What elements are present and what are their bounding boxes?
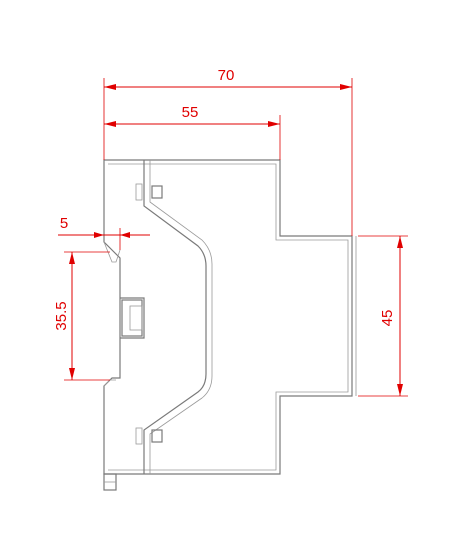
terminal-window-top xyxy=(151,185,163,199)
arrow-bottom-45 xyxy=(397,384,403,396)
arrow-left-55 xyxy=(104,121,116,127)
housing-profile-lower-inner xyxy=(149,320,213,474)
dim-label-35: 35.5 xyxy=(53,301,70,330)
arrow-left-5 xyxy=(94,232,104,238)
terminal-tab-bottom xyxy=(135,427,143,445)
arrow-top-45 xyxy=(397,236,403,248)
arrow-right-55 xyxy=(268,121,280,127)
rail-latch xyxy=(121,299,143,337)
body-inner-line xyxy=(108,163,349,471)
dim-label-55: 55 xyxy=(182,104,199,121)
terminal-window-bottom xyxy=(151,429,163,443)
rail-clip-top xyxy=(103,241,121,263)
dimension-rail-offset: 5 xyxy=(58,215,150,250)
dimension-body-width: 55 xyxy=(104,104,281,160)
dimension-front-height: 45 xyxy=(358,235,408,397)
arrow-right-70 xyxy=(340,84,352,90)
arrow-right-5 xyxy=(120,232,130,238)
housing-profile-lower xyxy=(143,320,207,474)
dimension-overall-width: 70 xyxy=(103,67,353,236)
rail-clip-bottom xyxy=(103,379,116,387)
dim-label-5: 5 xyxy=(60,215,68,232)
arrow-left-70 xyxy=(104,84,116,90)
housing-profile-upper xyxy=(143,160,207,320)
dim-label-45: 45 xyxy=(379,310,396,327)
arrow-top-35 xyxy=(69,252,75,264)
dimension-rail-height: 35.5 xyxy=(53,251,110,381)
dim-label-70: 70 xyxy=(218,67,235,84)
arrow-bottom-35 xyxy=(69,368,75,380)
body-contour xyxy=(103,159,353,475)
device-outline xyxy=(103,159,357,491)
housing-profile-upper-inner xyxy=(149,160,213,320)
rail-latch-inner xyxy=(129,305,143,331)
terminal-tab-top xyxy=(135,183,143,201)
